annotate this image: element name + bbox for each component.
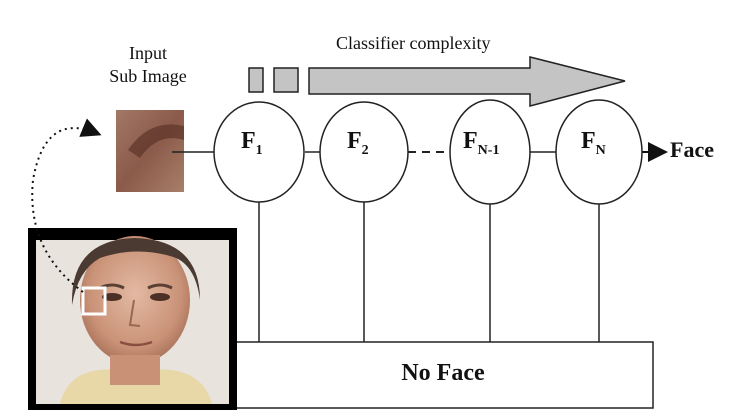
stage-f2-sub: 2 <box>361 142 369 158</box>
complexity-small-box-2 <box>273 67 299 93</box>
complexity-small-box-1 <box>248 67 264 93</box>
complexity-label: Classifier complexity <box>336 33 491 53</box>
stage-f2-name: F <box>347 128 362 154</box>
stage-f2-label: F2 <box>347 128 369 159</box>
no-face-label: No Face <box>401 360 485 386</box>
no-face-box <box>232 341 654 409</box>
stage-f2-ellipse <box>319 101 409 203</box>
stage-fn-sub: N <box>595 142 606 158</box>
input-sub-image <box>116 110 184 192</box>
complexity-arrow <box>308 56 626 107</box>
stage-fn-name: F <box>581 128 596 154</box>
input-label-line2: Sub Image <box>109 66 187 86</box>
stage-fn1-ellipse <box>449 99 531 205</box>
stage-f1-sub: 1 <box>255 142 263 158</box>
stage-fn-label: FN <box>581 128 606 159</box>
stage-fn-ellipse <box>555 99 643 205</box>
input-label-line1: Input <box>129 43 167 63</box>
stage-f1-ellipse <box>213 101 305 203</box>
stage-fn1-label: FN-1 <box>463 128 499 159</box>
face-label: Face <box>670 137 714 162</box>
input-photo <box>28 228 237 410</box>
stage-f1-name: F <box>241 128 256 154</box>
crop-box <box>81 286 107 316</box>
sub-image-eyebrow <box>128 124 184 158</box>
stage-fn1-sub: N-1 <box>477 142 500 158</box>
stage-f1-label: F1 <box>241 128 263 159</box>
stage-fn1-name: F <box>463 128 478 154</box>
